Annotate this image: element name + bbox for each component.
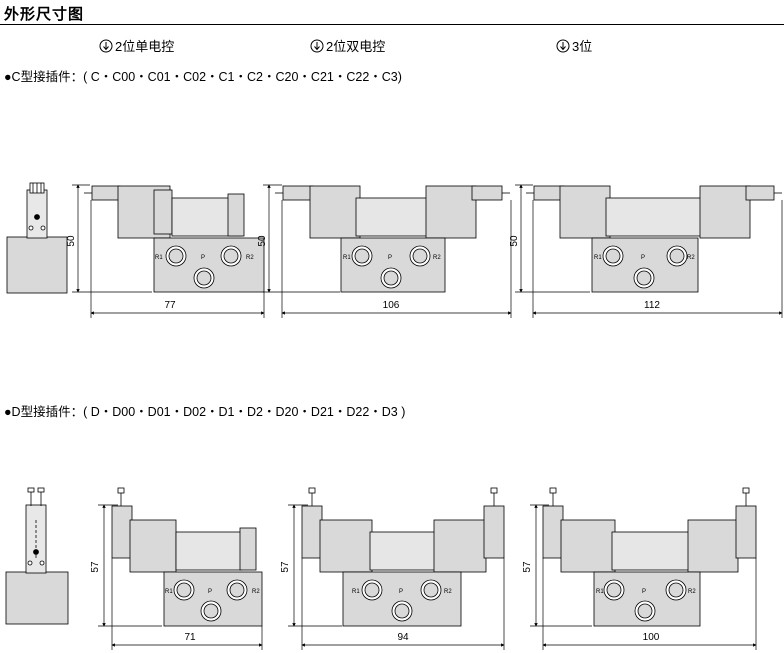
port-p: P [399, 589, 403, 595]
circle-down-arrow-icon [310, 39, 324, 52]
port-r2: R2 [444, 589, 452, 595]
port-labels: R1 P R2 R1 P R2 R1 P R2 R1 P R2 R1 P R2 … [155, 255, 696, 595]
port-r2: R2 [433, 255, 441, 261]
port-r1: R1 [165, 589, 173, 595]
dim-height-d-3: 57 [522, 561, 533, 573]
port-r2: R2 [252, 589, 260, 595]
dim-height-c-3: 50 [509, 235, 520, 247]
valve-d-three [542, 487, 757, 627]
header-single-solenoid: 2位单电控 [99, 36, 174, 55]
dim-height-d-2: 57 [280, 561, 291, 573]
circle-down-arrow-icon [556, 39, 570, 52]
port-p: P [641, 255, 645, 261]
side-view-d [5, 487, 69, 625]
section-d-label: ●D型接插件：( D・D00・D01・D02・D1・D2・D20・D21・D22… [4, 405, 406, 419]
circle-down-arrow-icon [99, 39, 113, 52]
dimension-labels-d: 57 57 57 71 94 100 [90, 561, 660, 643]
dimension-labels-c: 50 50 50 77 106 112 [66, 235, 660, 311]
dim-width-d-3: 100 [643, 632, 660, 643]
port-r1: R1 [352, 589, 360, 595]
dim-width-d-2: 94 [397, 632, 409, 643]
port-r1: R1 [594, 255, 602, 261]
port-p: P [642, 589, 646, 595]
header-three-position: 3位 [556, 36, 592, 55]
side-view-c [6, 182, 68, 294]
dim-width-c-3: 112 [644, 300, 660, 311]
header-label: 2位双电控 [326, 39, 386, 54]
dim-height-c-1: 50 [66, 235, 77, 247]
dim-width-d-1: 71 [184, 632, 196, 643]
dim-height-d-1: 57 [90, 561, 101, 573]
section-c-label: ●C型接插件：( C・C00・C01・C02・C1・C2・C20・C21・C22… [4, 70, 402, 84]
port-r1: R1 [596, 589, 604, 595]
title-divider [0, 24, 784, 25]
port-r1: R1 [155, 255, 163, 261]
dim-width-c-2: 106 [383, 300, 400, 311]
page-title: 外形尺寸图 [4, 6, 85, 23]
port-p: P [208, 589, 212, 595]
valve-c-three [526, 185, 782, 293]
header-label: 3位 [572, 39, 593, 54]
header-double-solenoid: 2位双电控 [310, 36, 385, 55]
valve-d-single [111, 487, 263, 627]
dim-width-c-1: 77 [164, 300, 176, 311]
port-r2: R2 [688, 589, 696, 595]
port-p: P [201, 255, 205, 261]
valve-c-double [275, 185, 510, 293]
dimension-lines [72, 184, 783, 650]
valve-c-single [84, 185, 265, 293]
port-r1: R1 [343, 255, 351, 261]
port-r2: R2 [246, 255, 254, 261]
port-p: P [388, 255, 392, 261]
valve-d-double [301, 487, 505, 627]
dim-height-c-2: 50 [257, 235, 268, 247]
port-r2: R2 [687, 255, 695, 261]
header-label: 2位单电控 [115, 39, 175, 54]
